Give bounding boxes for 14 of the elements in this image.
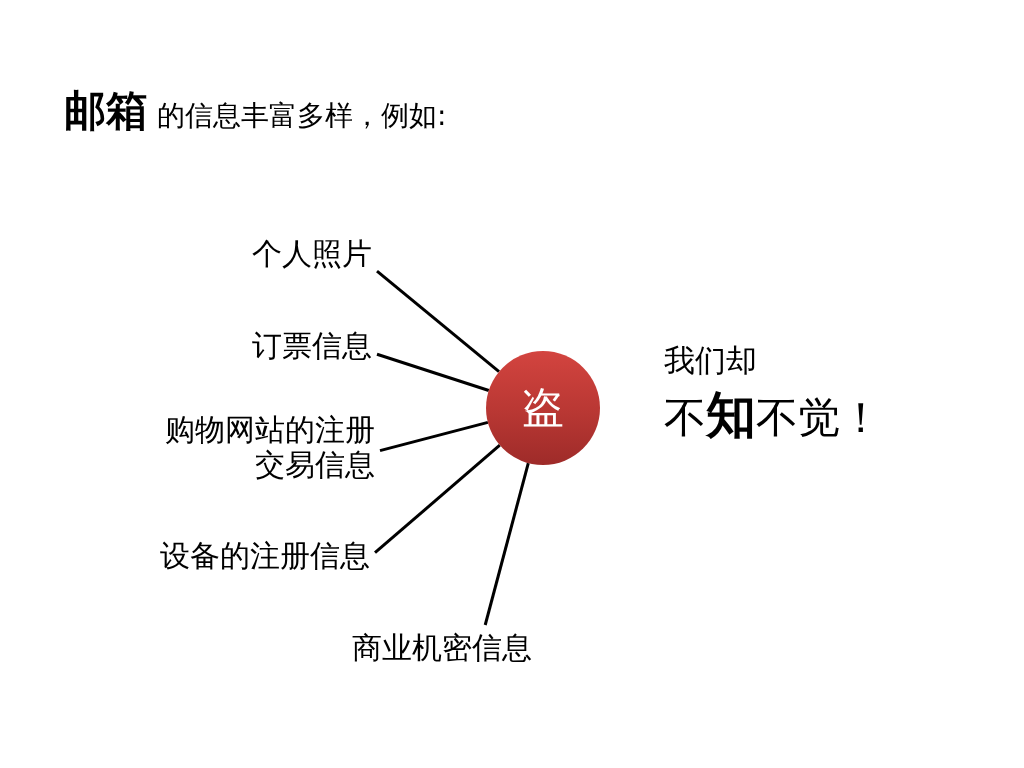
annotation-text: 不知不觉！ [664,388,882,443]
connector-line [379,420,489,453]
node-label: 设备的注册信息 [160,538,370,574]
connector-line [483,462,530,626]
node-label: 盗 [522,387,564,429]
annotation-text: 我们却 [664,343,757,378]
connector-line [376,352,490,392]
connector-line [374,444,501,554]
node-label: 商业机密信息 [352,630,532,666]
node-label: 订票信息 [252,328,372,364]
node-label: 个人照片 [252,236,372,272]
title: 邮箱 的信息丰富多样，例如: [64,86,447,137]
node-label: 购物网站的注册交易信息 [163,412,375,483]
connector-line [376,269,500,373]
